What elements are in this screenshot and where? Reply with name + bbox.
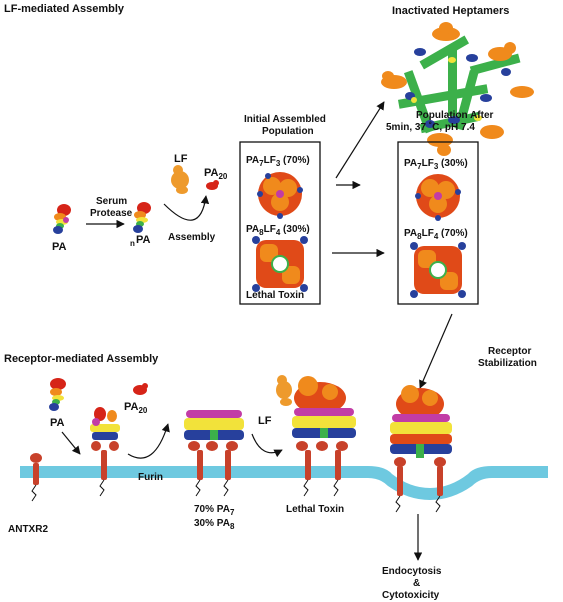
lf-bottom-label: LF bbox=[258, 415, 272, 427]
lf-protein-icon bbox=[171, 165, 189, 194]
pa-label: PA bbox=[52, 241, 67, 253]
box1-pa8lf4: PA8LF4 (30%) bbox=[246, 224, 310, 237]
pa-binding-arrow bbox=[61, 431, 81, 455]
pa-bound-receptor-icon bbox=[90, 407, 120, 497]
furin-label: Furin bbox=[138, 472, 163, 483]
box2-pa7lf3: PA7LF3 (30%) bbox=[404, 158, 468, 171]
pa-bottom-label: PA bbox=[50, 417, 65, 429]
box2-pa8lf4: PA8LF4 (70%) bbox=[404, 228, 468, 241]
lf-label: LF bbox=[174, 153, 188, 165]
receptor-assembly-title: Receptor-mediated Assembly bbox=[4, 353, 159, 365]
initial-pop-line2: Population bbox=[262, 126, 314, 137]
npa-label: PA bbox=[136, 234, 151, 246]
pa-monomer-bottom-icon bbox=[49, 378, 66, 411]
endocytosis-line2: & bbox=[413, 578, 420, 589]
inactivated-heptamers-title: Inactivated Heptamers bbox=[392, 5, 509, 17]
octamer-top-view-icon-2 bbox=[410, 242, 466, 298]
pop-after-line1: Population After bbox=[416, 110, 494, 121]
pa20-bottom-label: PA20 bbox=[124, 401, 148, 415]
pa20-fragment-icon bbox=[206, 180, 219, 190]
assembly-label: Assembly bbox=[168, 232, 216, 243]
antxr2-receptor-icon bbox=[30, 453, 42, 502]
npa-prefix: n bbox=[130, 239, 135, 248]
octamer-top-view-icon bbox=[252, 236, 308, 292]
receptor-stab-line2: Stabilization bbox=[478, 358, 537, 369]
box1-pa7lf3: PA7LF3 (70%) bbox=[246, 155, 310, 168]
receptor-stab-line1: Receptor bbox=[488, 346, 531, 357]
after-population-box bbox=[397, 141, 479, 305]
pa20-bottom-icon bbox=[133, 383, 148, 395]
prepore-heptamer-icon bbox=[184, 410, 244, 497]
antxr2-label: ANTXR2 bbox=[8, 524, 48, 535]
cell-membrane bbox=[20, 466, 548, 500]
protease-label: Protease bbox=[90, 208, 133, 219]
npa-monomer-icon bbox=[133, 202, 151, 233]
furin-arrow bbox=[127, 423, 170, 459]
stabilized-complex-icon bbox=[390, 385, 452, 513]
pct-pa8-label: 30% PA8 bbox=[194, 518, 235, 531]
lethal-toxin-complex-icon bbox=[292, 376, 356, 497]
to-inactivated-arrow bbox=[335, 101, 385, 179]
inactivated-heptamer-lattice bbox=[381, 22, 534, 156]
lf-binding-arrow bbox=[251, 433, 283, 458]
pa20-label: PA20 bbox=[204, 167, 228, 181]
endocytosis-line1: Endocytosis bbox=[382, 566, 442, 577]
lf-bottom-icon bbox=[276, 375, 292, 406]
receptor-stabilization-arrow bbox=[419, 313, 453, 389]
pct-pa7-label: 70% PA7 bbox=[194, 504, 235, 517]
pa-monomer-icon bbox=[53, 204, 71, 234]
lethal-toxin-bottom-label: Lethal Toxin bbox=[286, 504, 344, 515]
initial-population-box bbox=[239, 141, 321, 305]
heptamer-top-view-icon bbox=[257, 172, 303, 219]
initial-pop-line1: Initial Assembled bbox=[244, 114, 326, 125]
assembly-arrow bbox=[163, 195, 210, 221]
lf-assembly-title: LF-mediated Assembly bbox=[4, 3, 125, 15]
box1-lethal-toxin: Lethal Toxin bbox=[246, 290, 304, 301]
endocytosis-line3: Cytotoxicity bbox=[382, 590, 440, 601]
heptamer-top-view-icon-2 bbox=[415, 174, 461, 221]
serum-label: Serum bbox=[96, 196, 127, 207]
pop-after-line2: 5min, 37 ˚C, pH 7.4 bbox=[386, 121, 475, 133]
